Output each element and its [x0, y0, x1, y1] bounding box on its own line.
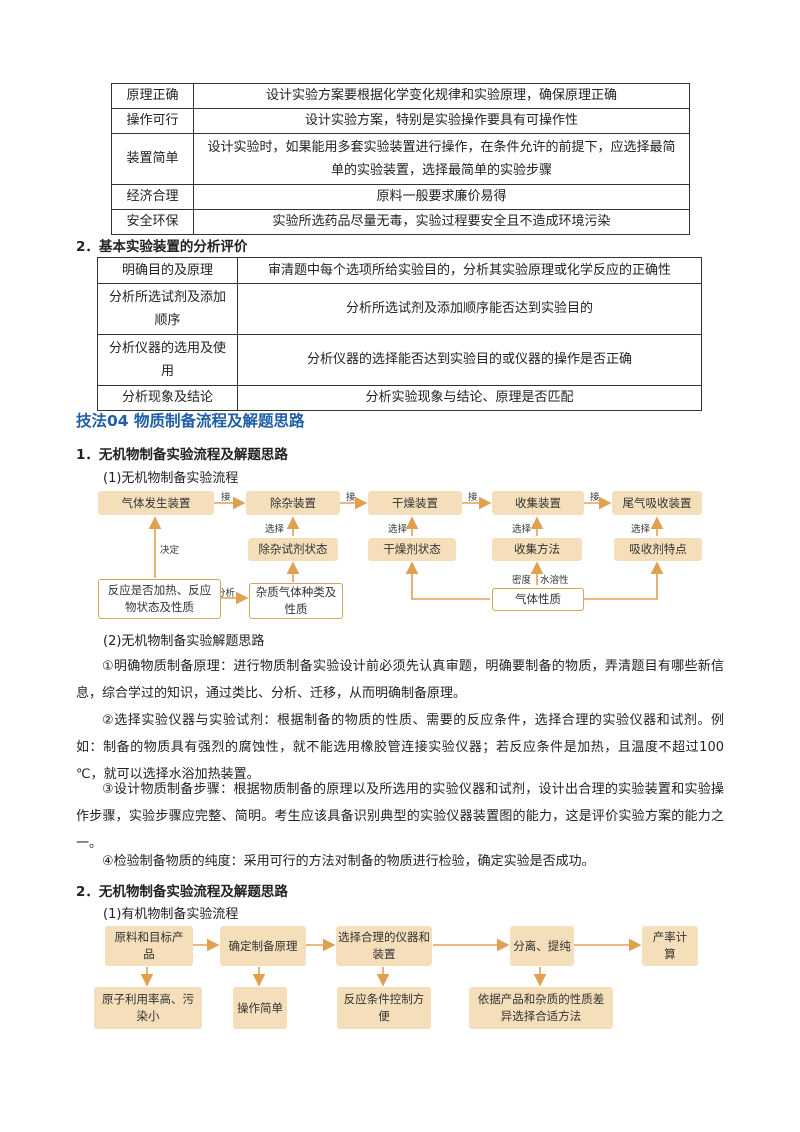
gas-property-box: 气体性质 — [492, 588, 584, 611]
design-principles-table: 原理正确设计实验方案要根据化学变化规律和实验原理，确保原理正确 操作可行设计实验… — [111, 83, 690, 235]
preparation-principle-box: 确定制备原理 — [220, 926, 306, 966]
collection-box: 收集装置 — [492, 491, 584, 515]
choose-label: 选择 — [265, 524, 285, 535]
choose-label: 选择 — [631, 524, 651, 535]
table-cell: 设计实验方案，特别是实验操作要具有可操作性 — [193, 108, 690, 134]
impurity-gas-box: 杂质气体种类及性质 — [249, 583, 343, 619]
connect-label: 接 — [590, 492, 600, 503]
apparatus-evaluation-table: 明确目的及原理审清题中每个选项所给实验目的，分析其实验原理或化学反应的正确性 分… — [97, 257, 702, 411]
flow2-caption: (1)有机物制备实验流程 — [103, 907, 239, 922]
raw-materials-box: 原料和目标产品 — [105, 926, 193, 966]
table-cell: 设计实验时，如果能用多套实验装置进行操作，在条件允许的前提下，应选择最简单的实验… — [193, 133, 690, 185]
table-row: 装置简单设计实验时，如果能用多套实验装置进行操作，在条件允许的前提下，应选择最简… — [111, 133, 690, 185]
removal-reagent-box: 除杂试剂状态 — [248, 538, 338, 561]
apparatus-selection-box: 选择合理的仪器和装置 — [336, 926, 432, 966]
choose-label: 选择 — [512, 524, 532, 535]
atom-utilization-box: 原子利用率高、污染小 — [94, 987, 202, 1029]
simple-operation-box: 操作简单 — [233, 987, 287, 1029]
table-cell: 安全环保 — [111, 209, 194, 235]
section-title: 技法04 物质制备流程及解题思路 — [76, 412, 305, 430]
table-cell: 设计实验方案要根据化学变化规律和实验原理，确保原理正确 — [193, 83, 690, 109]
flow1-caption: (1)无机物制备实验流程 — [103, 471, 239, 486]
absorbent-box: 吸收剂特点 — [614, 538, 702, 561]
desiccant-box: 干燥剂状态 — [368, 538, 456, 561]
subsection-title-1: 1．无机物制备实验流程及解题思路 — [76, 447, 288, 463]
paragraph: ③设计物质制备步骤：根据物质制备的原理以及所选用的实验仪器和试剂，设计出合理的实… — [76, 782, 724, 851]
separation-box: 分离、提纯 — [510, 926, 574, 966]
density-label: 密度 — [512, 575, 532, 586]
flow1-caption-2: (2)无机物制备实验解题思路 — [103, 634, 265, 649]
heading-2: 2．基本实验装置的分析评价 — [76, 239, 248, 255]
table-row: 经济合理原料一般要求廉价易得 — [111, 184, 690, 210]
choose-label: 选择 — [388, 524, 408, 535]
table-row: 原理正确设计实验方案要根据化学变化规律和实验原理，确保原理正确 — [111, 83, 690, 109]
table-row: 分析所选试剂及添加顺序分析所选试剂及添加顺序能否达到实验目的 — [97, 283, 702, 335]
reaction-conditions-box: 反应是否加热、反应物状态及性质 — [98, 579, 221, 619]
table-cell: 原料一般要求廉价易得 — [193, 184, 690, 210]
table-cell: 分析仪器的选择能否达到实验目的或仪器的操作是否正确 — [237, 334, 702, 386]
subsection-title-2: 2．无机物制备实验流程及解题思路 — [76, 884, 288, 900]
paragraph: ①明确物质制备原理：进行物质制备实验设计前必须先认真审题，明确要制备的物质，弄清… — [76, 659, 724, 701]
table-cell: 分析所选试剂及添加顺序能否达到实验目的 — [237, 283, 702, 335]
table-row: 分析仪器的选用及使用分析仪器的选择能否达到实验目的或仪器的操作是否正确 — [97, 334, 702, 386]
table-cell: 分析仪器的选用及使用 — [97, 334, 238, 386]
connect-label: 接 — [346, 492, 356, 503]
yield-calc-box: 产率计算 — [642, 926, 698, 966]
paragraph: ②选择实验仪器与实验试剂：根据制备的物质的性质、需要的反应条件，选择合理的实验仪… — [76, 713, 724, 782]
solubility-label: 水溶性 — [540, 575, 569, 586]
separation-method-box: 依据产品和杂质的性质差异选择合适方法 — [469, 987, 613, 1029]
paragraph: ④检验制备物质的纯度：采用可行的方法对制备的物质进行检验，确定实验是否成功。 — [102, 854, 595, 869]
table-cell: 实验所选药品尽量无毒，实验过程要安全且不造成环境污染 — [193, 209, 690, 235]
reaction-control-box: 反应条件控制方便 — [337, 987, 431, 1029]
table-cell: 分析所选试剂及添加顺序 — [97, 283, 238, 335]
table-row: 操作可行设计实验方案，特别是实验操作要具有可操作性 — [111, 108, 690, 134]
decide-label: 决定 — [160, 545, 180, 556]
connect-label: 接 — [221, 492, 231, 503]
table-cell: 分析实验现象与结论、原理是否匹配 — [237, 385, 702, 411]
table-row: 分析现象及结论分析实验现象与结论、原理是否匹配 — [97, 385, 702, 411]
table-cell: 原理正确 — [111, 83, 194, 109]
gas-generator-box: 气体发生装置 — [98, 491, 214, 515]
analyze-label: 分析 — [216, 588, 236, 599]
drying-box: 干燥装置 — [368, 491, 462, 515]
impurity-removal-box: 除杂装置 — [246, 491, 340, 515]
table-cell: 经济合理 — [111, 184, 194, 210]
collection-method-box: 收集方法 — [492, 538, 582, 561]
tail-gas-box: 尾气吸收装置 — [612, 491, 702, 515]
connect-label: 接 — [468, 492, 478, 503]
table-row: 安全环保实验所选药品尽量无毒，实验过程要安全且不造成环境污染 — [111, 209, 690, 235]
